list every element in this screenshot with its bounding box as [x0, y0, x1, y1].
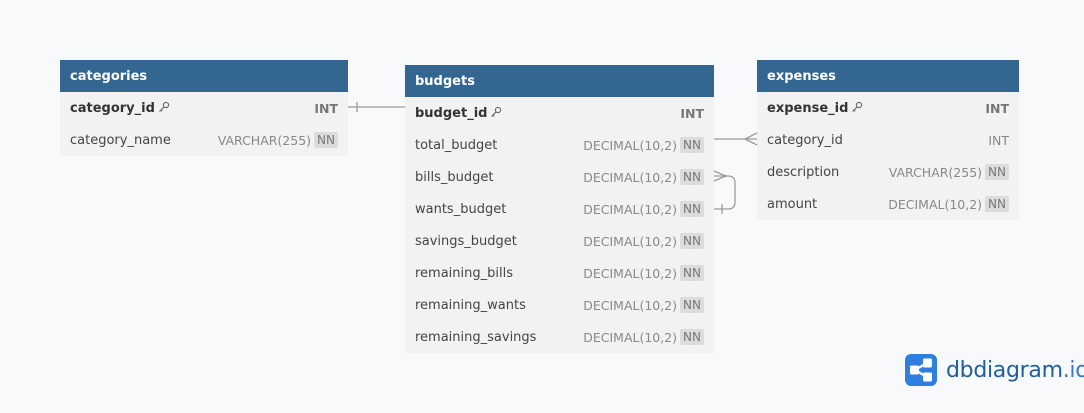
relationship-categories-budgets[interactable]: [348, 102, 405, 112]
field-name: category_id: [767, 132, 843, 148]
not-null-badge: NN: [680, 233, 704, 249]
not-null-badge: NN: [680, 201, 704, 217]
field-name-wrap: amount: [767, 197, 888, 212]
field-type: INT: [680, 105, 704, 121]
brand-tld: .io: [1062, 357, 1084, 383]
field-name-wrap: expense_id: [767, 101, 985, 116]
field-name: category_id: [70, 100, 155, 116]
field-name: bills_budget: [415, 169, 494, 185]
field-type: DECIMAL(10,2): [583, 265, 678, 281]
field-row-budgets[interactable]: savings_budget DECIMAL(10,2)NN: [405, 225, 714, 257]
dbdiagram-brand[interactable]: dbdiagram.io: [905, 354, 1084, 386]
key-icon: [852, 101, 863, 112]
field-row-budgets[interactable]: remaining_wants DECIMAL(10,2)NN: [405, 289, 714, 321]
field-row-budgets[interactable]: remaining_savings DECIMAL(10,2)NN: [405, 321, 714, 353]
field-name-wrap: budget_id: [415, 106, 680, 121]
field-name: expense_id: [767, 100, 849, 116]
field-type: INT: [314, 100, 338, 116]
not-null-badge: NN: [680, 329, 704, 345]
field-name: remaining_wants: [415, 297, 526, 313]
field-name: remaining_bills: [415, 265, 514, 281]
field-name-wrap: savings_budget: [415, 234, 583, 249]
relationship-budgets-expenses[interactable]: [714, 132, 758, 146]
field-name-wrap: remaining_bills: [415, 266, 583, 281]
field-name-wrap: description: [767, 165, 889, 180]
table-header-expenses[interactable]: expenses: [757, 60, 1019, 92]
not-null-badge: NN: [680, 297, 704, 313]
field-type: DECIMAL(10,2): [583, 297, 678, 313]
field-row-budgets[interactable]: remaining_bills DECIMAL(10,2)NN: [405, 257, 714, 289]
field-type: INT: [988, 132, 1009, 148]
field-type: INT: [985, 100, 1009, 116]
field-type: DECIMAL(10,2): [583, 137, 678, 153]
not-null-badge: NN: [680, 169, 704, 185]
field-list-categories: category_id INT category_name VARCHAR(255)N…: [60, 92, 348, 156]
not-null-badge: NN: [985, 164, 1009, 180]
field-name-wrap: remaining_savings: [415, 330, 583, 345]
field-name: amount: [767, 196, 818, 212]
field-name-wrap: bills_budget: [415, 170, 583, 185]
field-type: DECIMAL(10,2): [583, 169, 678, 185]
field-row-categories[interactable]: category_id INT: [60, 92, 348, 124]
dbdiagram-logo-icon: [905, 354, 937, 386]
table-header-categories[interactable]: categories: [60, 60, 348, 92]
field-name: description: [767, 164, 840, 180]
relationship-self-budgets[interactable]: [713, 170, 736, 214]
field-name-wrap: total_budget: [415, 138, 583, 153]
field-type: DECIMAL(10,2): [583, 233, 678, 249]
field-name-wrap: category_name: [70, 133, 218, 148]
field-name-wrap: wants_budget: [415, 202, 583, 217]
field-name: wants_budget: [415, 201, 507, 217]
field-name-wrap: category_id: [70, 101, 314, 116]
field-row-expenses[interactable]: description VARCHAR(255)NN: [757, 156, 1019, 188]
field-name: savings_budget: [415, 233, 517, 249]
brand-name-text: dbdiagram: [946, 357, 1063, 383]
field-row-budgets[interactable]: budget_id INT: [405, 97, 714, 129]
key-icon: [491, 106, 502, 117]
field-row-budgets[interactable]: wants_budget DECIMAL(10,2)NN: [405, 193, 714, 225]
field-row-expenses[interactable]: category_id INT: [757, 124, 1019, 156]
field-row-categories[interactable]: category_name VARCHAR(255)NN: [60, 124, 348, 156]
field-type: VARCHAR(255): [217, 132, 312, 148]
field-type: DECIMAL(10,2): [888, 196, 983, 212]
brand-name: dbdiagram.io: [946, 358, 1084, 383]
field-row-budgets[interactable]: bills_budget DECIMAL(10,2)NN: [405, 161, 714, 193]
not-null-badge: NN: [985, 196, 1009, 212]
field-type: DECIMAL(10,2): [583, 201, 678, 217]
field-name: total_budget: [415, 137, 498, 153]
field-name-wrap: remaining_wants: [415, 298, 583, 313]
not-null-badge: NN: [680, 137, 704, 153]
key-icon: [159, 101, 170, 112]
field-name: budget_id: [415, 105, 488, 121]
not-null-badge: NN: [314, 132, 338, 148]
field-row-expenses[interactable]: amount DECIMAL(10,2)NN: [757, 188, 1019, 220]
field-type: VARCHAR(255): [888, 164, 983, 180]
field-name-wrap: category_id: [767, 133, 988, 148]
field-type: DECIMAL(10,2): [583, 329, 678, 345]
field-row-budgets[interactable]: total_budget DECIMAL(10,2)NN: [405, 129, 714, 161]
field-name: remaining_savings: [415, 329, 537, 345]
not-null-badge: NN: [680, 265, 704, 281]
table-categories[interactable]: categories category_id INT category_name VA…: [60, 60, 348, 156]
field-name: category_name: [70, 132, 171, 148]
field-row-expenses[interactable]: expense_id INT: [757, 92, 1019, 124]
table-header-budgets[interactable]: budgets: [405, 65, 714, 97]
